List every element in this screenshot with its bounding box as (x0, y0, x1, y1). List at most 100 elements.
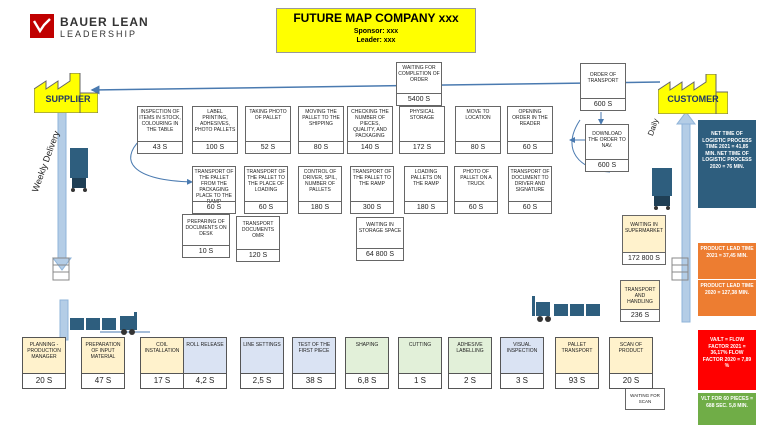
net-time-box: NET TIME OF LOGISTIC PROCESS TIME 2021 =… (698, 120, 756, 208)
prep-docs-box: PREPARING OF DOCUMENTS ON DESK 10 S (182, 214, 230, 258)
supplier-factory-icon (34, 73, 98, 113)
bottom-process-box-label: LINE SETTINGS (243, 342, 281, 348)
transport-docs-box: TRANSPORT DOCUMENTS OMR 120 S (236, 216, 280, 262)
internal-flow (130, 139, 193, 185)
top-process-box-label: CHECKING THE NUMBER OF PIECES, QUALITY, … (351, 109, 389, 139)
waiting-supermarket-box: WAITING IN SUPERMARKET 172 800 S (622, 215, 666, 265)
waiting-scan-box: WAITING FOR SCAN (625, 388, 665, 410)
mid-process-box-value: 60 S (245, 201, 287, 213)
customer-up-arrow (681, 121, 691, 323)
bottom-process-box-label: PREPARATION OF INPUT MATERIAL (85, 342, 121, 360)
bottom-process-box-value: 6,8 S (346, 373, 388, 388)
bottom-process-box-value: 20 S (23, 373, 65, 388)
waiting-supermarket-label: WAITING IN SUPERMARKET (624, 222, 664, 234)
transport-docs-label: TRANSPORT DOCUMENTS OMR (241, 221, 275, 239)
top-process-box-value: 100 S (193, 141, 237, 153)
waiting-completion-value: 5400 S (397, 93, 441, 105)
prep-docs-value: 10 S (183, 245, 229, 257)
top-process-box-value: 172 S (400, 141, 444, 153)
leader-line: Leader: xxx (356, 37, 396, 44)
supplier-label: SUPPLIER (45, 94, 91, 104)
customer-label: CUSTOMER (667, 94, 719, 104)
mid-process-box-label: TRANSPORT OF THE PALLET TO THE PLACE OF … (246, 169, 286, 193)
top-process-box-value: 140 S (348, 141, 392, 153)
mid-process-box-label: TRANSPORT OF DOCUMENT TO DRIVER AND SIGN… (510, 169, 550, 193)
mid-process-box-label: TRANSPORT OF THE PALLET FROM THE PACKAGI… (194, 169, 234, 205)
waiting-supermarket-value: 172 800 S (623, 252, 665, 264)
forklift-right-icon (532, 296, 600, 322)
top-process-box: LABEL PRINTING, ADHESIVES, PHOTO PALLETS… (192, 106, 238, 154)
top-process-box-label: MOVING THE PALLET TO THE SHIPPING (302, 109, 340, 127)
title-box: FUTURE MAP COMPANY xxx Sponsor: xxx Lead… (276, 8, 476, 53)
logo: BAUER LEAN LEADERSHIP (30, 14, 150, 44)
transport-docs-value: 120 S (237, 249, 279, 261)
waiting-scan-label: WAITING FOR SCAN (630, 393, 660, 404)
mid-process-box: CONTROL OF DRIVER, SPIL, NUMBER OF PALLE… (298, 166, 342, 214)
sponsor-line: Sponsor: xxx (353, 28, 399, 35)
mid-process-box: PHOTO OF PALLET ON A TRUCK 60 S (454, 166, 498, 214)
download-order-value: 600 S (586, 159, 628, 171)
order-transport-value: 600 S (581, 98, 625, 110)
bottom-process-box-value: 38 S (293, 373, 335, 388)
top-process-box: CHECKING THE NUMBER OF PIECES, QUALITY, … (347, 106, 393, 154)
mid-process-box-value: 300 S (351, 201, 393, 213)
mid-process-box-value: 60 S (193, 201, 235, 213)
bottom-process-box-value: 2,5 S (241, 373, 283, 388)
mid-process-box-value: 60 S (509, 201, 551, 213)
order-transport-label: ORDER OF TRANSPORT (587, 72, 619, 84)
top-process-box-value: 80 S (299, 141, 343, 153)
logo-sub: LEADERSHIP (60, 29, 138, 39)
top-process-box-label: TAKING PHOTO OF PALLET (249, 109, 287, 121)
bottom-process-box-value: 4,2 S (184, 373, 226, 388)
bottom-process-box-value: 17 S (141, 373, 183, 388)
bottom-process-box-value: 93 S (556, 373, 598, 388)
bottom-process-box-label: COIL INSTALLATION (144, 342, 180, 354)
download-order-label: DOWNLOAD THE ORDER TO NAV. (588, 131, 626, 149)
mid-process-box-label: CONTROL OF DRIVER, SPIL, NUMBER OF PALLE… (303, 169, 337, 193)
lead-2020-box: PRODUCT LEAD TIME 2020 = 127,38 min. (698, 280, 756, 316)
top-process-box-label: PHYSICAL STORAGE (409, 109, 435, 121)
push-arrows (52, 257, 689, 281)
mid-process-box: TRANSPORT OF DOCUMENT TO DRIVER AND SIGN… (508, 166, 552, 214)
lead-2021-text: PRODUCT LEAD TIME 2021 = 37,45 min. (700, 246, 754, 259)
flow-factor-text: VA/LT = FLOW FACTOR 2021 = 36,17% FLOW F… (702, 337, 752, 369)
top-process-box: PHYSICAL STORAGE 172 S (399, 106, 445, 154)
mid-process-box-label: PHOTO OF PALLET ON A TRUCK (460, 169, 492, 187)
bottom-process-box-label: TEST OF THE FIRST PIECE (297, 342, 331, 354)
map-title: FUTURE MAP COMPANY xxx (293, 11, 459, 25)
mid-process-box-value: 60 S (455, 201, 497, 213)
transport-handling-value: 236 S (621, 309, 659, 321)
mid-process-box-label: LOADING PALLETS ON THE RAMP (410, 169, 442, 187)
flow-factor-box: VA/LT = FLOW FACTOR 2021 = 36,17% FLOW F… (698, 330, 756, 390)
bottom-process-box-label: SHAPING (355, 342, 379, 348)
supplier-truck-icon (70, 148, 88, 192)
mid-process-box-label: TRANSPORT OF THE PALLET TO THE RAMP (352, 169, 392, 187)
order-arrow-line (90, 81, 661, 95)
bottom-process-box-value: 2 S (449, 373, 491, 388)
mid-process-box: TRANSPORT OF THE PALLET FROM THE PACKAGI… (192, 166, 236, 214)
prep-docs-label: PREPARING OF DOCUMENTS ON DESK (185, 219, 227, 237)
logo-mark-icon (30, 14, 54, 38)
top-process-box: INSPECTION OF ITEMS IN STOCK, COLOURING … (137, 106, 183, 154)
bottom-process-box: SHAPING 6,8 S (345, 337, 389, 389)
bottom-process-box-value: 20 S (610, 373, 652, 388)
download-order-box: DOWNLOAD THE ORDER TO NAV. 600 S (585, 124, 629, 172)
bottom-process-box-label: ADHESIVE LABELLING (456, 342, 484, 354)
customer-truck-icon (652, 168, 672, 210)
bottom-process-box: LINE SETTINGS 2,5 S (240, 337, 284, 389)
top-process-box: TAKING PHOTO OF PALLET 52 S (245, 106, 291, 154)
bottom-process-box: TEST OF THE FIRST PIECE 38 S (292, 337, 336, 389)
top-process-box-value: 52 S (246, 141, 290, 153)
net-time-text: NET TIME OF LOGISTIC PROCESS TIME 2021 =… (702, 131, 752, 170)
top-process-box: MOVING THE PALLET TO THE SHIPPING 80 S (298, 106, 344, 154)
transport-handling-label: TRANSPORT AND HANDLING (624, 287, 656, 305)
bottom-process-box-label: VISUAL INSPECTION (506, 342, 538, 354)
